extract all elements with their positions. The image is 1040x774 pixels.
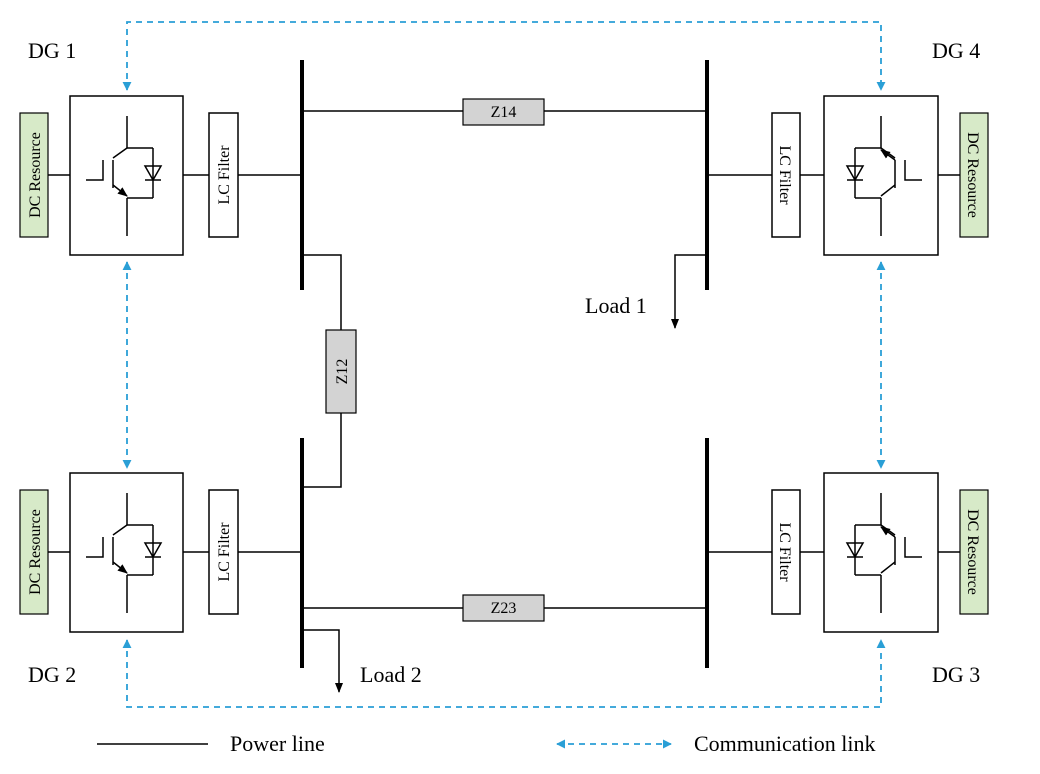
- inverter-dg2: [69, 472, 184, 633]
- comm-link-dg2-dg3: [122, 639, 886, 708]
- lc-filter-label: LC Filter: [776, 145, 793, 205]
- load-1-label: Load 1: [585, 293, 647, 318]
- z23-label: Z23: [491, 600, 517, 617]
- inverter-dg3: [823, 472, 939, 633]
- load-2-label: Load 2: [360, 662, 422, 687]
- inverter-dg1: [69, 95, 184, 256]
- igbt-with-antiparallel-diode-icon: [845, 493, 922, 613]
- lc-filter-dg3: LC Filter: [771, 489, 801, 615]
- legend-power-line-label: Power line: [230, 731, 325, 756]
- dc-resource-label: DC Resource: [964, 132, 981, 218]
- comm-link-dg1-dg4: [122, 21, 886, 91]
- igbt-with-antiparallel-diode-icon: [86, 493, 163, 613]
- dc-resource-dg3: DC Resource: [959, 489, 989, 615]
- dg2-label: DG 2: [28, 662, 76, 687]
- dc-resource-dg2: DC Resource: [19, 489, 49, 615]
- lc-filter-label: LC Filter: [216, 522, 233, 582]
- legend-communication-link-label: Communication link: [694, 731, 876, 756]
- dg4-label: DG 4: [932, 38, 980, 63]
- dg1-label: DG 1: [28, 38, 76, 63]
- lc-filter-label: LC Filter: [776, 522, 793, 582]
- dc-resource-dg1: DC Resource: [19, 112, 49, 238]
- dg3-label: DG 3: [932, 662, 980, 687]
- communication-links: [122, 21, 886, 708]
- z14-label: Z14: [491, 104, 517, 121]
- lc-filter-dg2: LC Filter: [208, 489, 239, 615]
- arrow-down-icon: [302, 629, 343, 693]
- arrow-down-icon: [671, 254, 707, 329]
- impedance-z14: Z14: [462, 98, 545, 126]
- igbt-with-antiparallel-diode-icon: [86, 116, 163, 236]
- igbt-with-antiparallel-diode-icon: [845, 116, 922, 236]
- load-1: Load 1: [585, 254, 707, 329]
- buses: [300, 60, 709, 668]
- dc-resource-label: DC Resource: [27, 132, 44, 218]
- inverter-dg4: [823, 95, 939, 256]
- lc-filter-dg1: LC Filter: [208, 112, 239, 238]
- impedance-z12: Z12: [325, 329, 357, 414]
- legend: Power line Communication link: [97, 731, 876, 756]
- dc-resource-label: DC Resource: [27, 509, 44, 595]
- dc-resource-label: DC Resource: [964, 509, 981, 595]
- impedance-z23: Z23: [462, 594, 545, 622]
- load-2: Load 2: [302, 629, 422, 693]
- lc-filter-dg4: LC Filter: [771, 112, 801, 238]
- power-lines: [48, 110, 960, 609]
- z12-label: Z12: [334, 359, 351, 385]
- lc-filter-label: LC Filter: [216, 145, 233, 205]
- dc-resource-dg4: DC Resource: [959, 112, 989, 238]
